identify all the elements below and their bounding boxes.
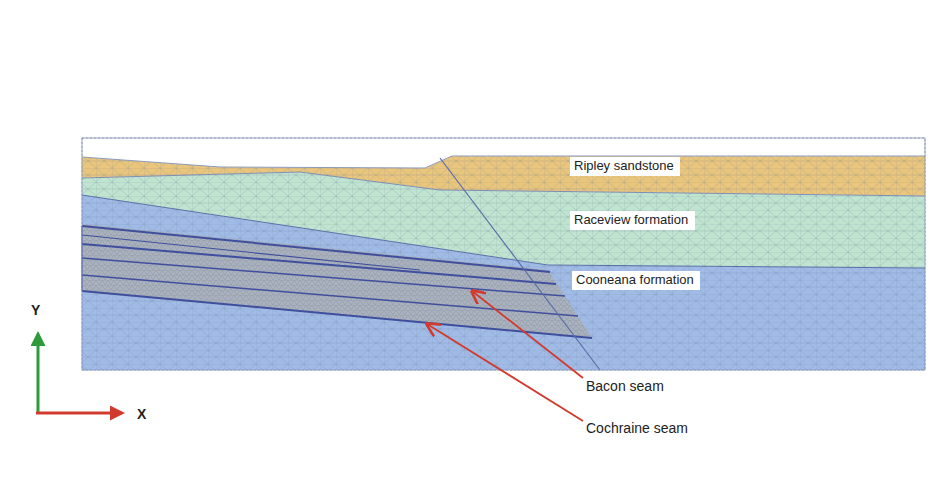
y-axis-arrow bbox=[37, 334, 40, 413]
axis-label: X bbox=[137, 406, 146, 423]
ground-surface bbox=[82, 156, 925, 168]
mesh bbox=[82, 156, 925, 196]
layer-boundary bbox=[82, 195, 925, 268]
layer-label-box: Ripley sandstone bbox=[570, 157, 680, 176]
model-outline bbox=[82, 138, 925, 370]
layer-name: Ripley sandstone bbox=[574, 158, 676, 174]
fault-line bbox=[440, 158, 600, 370]
ripley-layer bbox=[82, 156, 925, 196]
axis-label: Y bbox=[31, 302, 40, 319]
leader-arrow bbox=[427, 324, 583, 421]
seam-label: Bacon seam bbox=[586, 378, 664, 395]
x-axis-arrow bbox=[36, 412, 122, 415]
layer-label-box: Cooneana formation bbox=[572, 271, 700, 290]
mesh bbox=[82, 224, 592, 338]
seam-label: Cochraine seam bbox=[586, 420, 688, 437]
layer-label-box: Raceview formation bbox=[570, 211, 695, 230]
seam-lines bbox=[82, 226, 592, 338]
layer-boundary bbox=[82, 172, 925, 196]
coal-measures bbox=[82, 224, 592, 338]
leader-arrow bbox=[472, 291, 583, 378]
layer-name: Cooneana formation bbox=[576, 272, 696, 288]
layer-name: Raceview formation bbox=[574, 212, 691, 228]
model-boundary bbox=[82, 138, 925, 370]
